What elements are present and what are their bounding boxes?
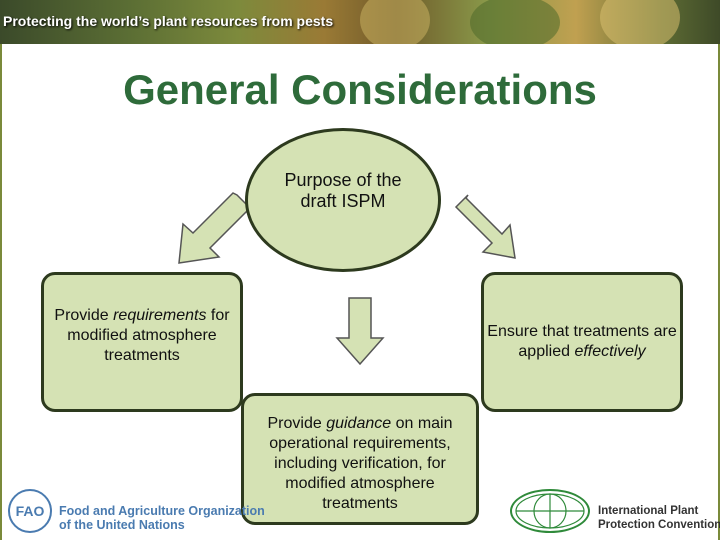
guidance-node: Provide guidance on main operational req… [241, 393, 479, 525]
slide-title: General Considerations [123, 66, 597, 113]
requirements-pre: Provide [54, 307, 114, 324]
ippc-logo-icon [510, 489, 590, 533]
guidance-pre: Provide [267, 415, 327, 432]
ippc-name-line2: Protection Convention [598, 519, 720, 531]
requirements-emphasis: requirements [113, 307, 207, 324]
effectiveness-node: Ensure that treatments are applied effec… [481, 272, 683, 412]
fao-name-line1: Food and Agriculture Organization [59, 504, 265, 518]
effectiveness-emphasis: effectively [574, 343, 646, 360]
requirements-node: Provide requirements for modified atmosp… [41, 272, 243, 412]
purpose-line2: draft ISPM [300, 191, 386, 211]
purpose-node: Purpose of the draft ISPM [245, 128, 441, 272]
ippc-name-line1: International Plant [598, 505, 699, 517]
arrow-to-right-node [454, 194, 516, 259]
arrow-to-bottom-node [335, 297, 385, 366]
left-border-line [0, 44, 2, 540]
header-banner: Protecting the world’s plant resources f… [0, 0, 720, 44]
purpose-line1: Purpose of the [284, 170, 402, 190]
globe-icon [515, 493, 585, 529]
fao-logo-text: FAO [15, 503, 45, 519]
banner-text: Protecting the world’s plant resources f… [3, 13, 334, 29]
guidance-rest: on main operational requirements, includ… [269, 415, 453, 512]
fao-name: Food and Agriculture Organization of the… [59, 504, 265, 532]
fao-logo-icon: FAO [8, 489, 52, 533]
banner-decoration [470, 0, 560, 44]
ippc-name: International Plant Protection Conventio… [598, 504, 720, 532]
banner-decoration [600, 0, 680, 44]
effectiveness-pre: Ensure that treatments are applied [487, 323, 677, 360]
right-border-line [718, 44, 720, 540]
arrow-to-left-node [178, 192, 252, 264]
requirements-rest: for modified atmosphere treatments [67, 307, 230, 364]
banner-decoration [360, 0, 430, 44]
fao-name-line2: of the United Nations [59, 518, 185, 532]
guidance-emphasis: guidance [326, 415, 392, 432]
